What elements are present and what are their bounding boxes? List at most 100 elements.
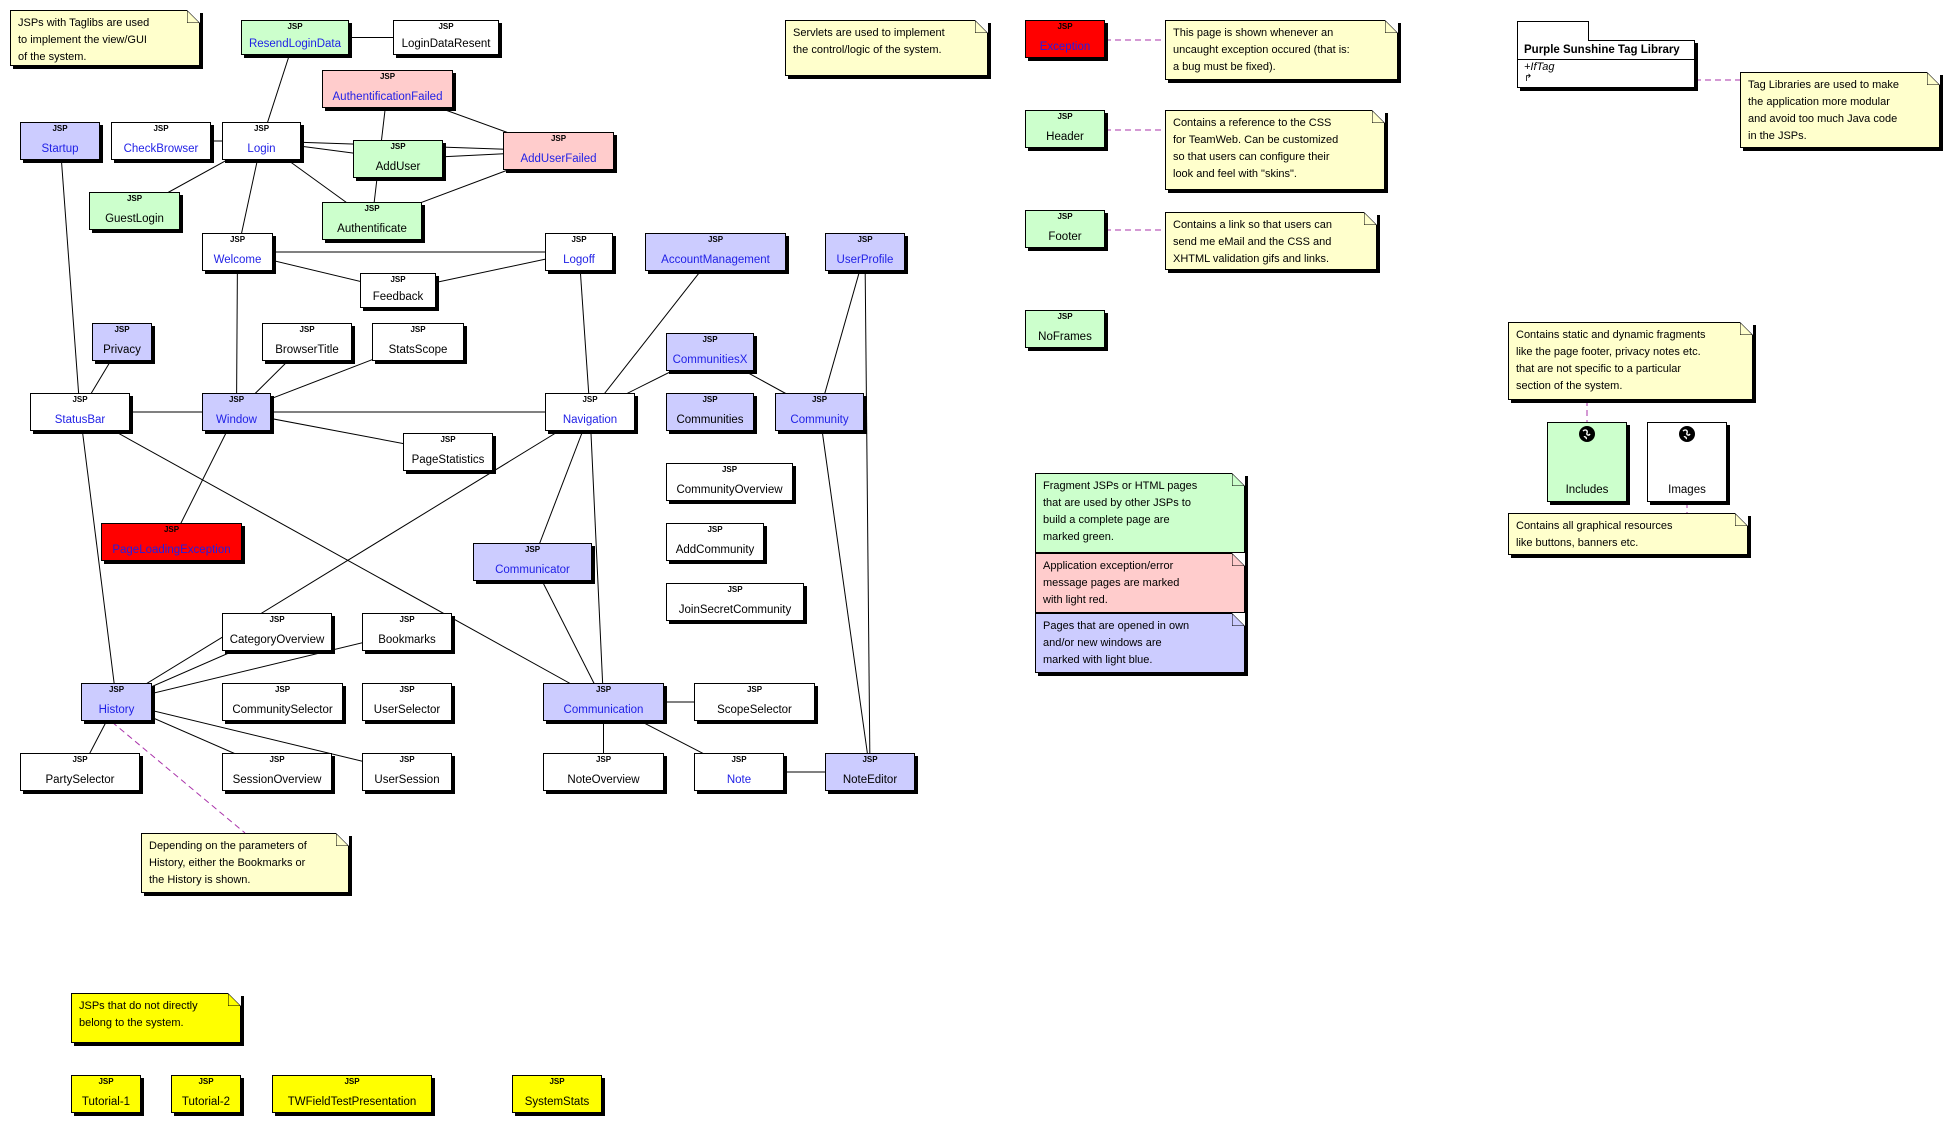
stereotype-label: JSP: [153, 124, 169, 133]
node-name: Tutorial-1: [81, 1096, 131, 1108]
node-name: UserProfile: [836, 254, 894, 266]
node-name: AuthentificationFailed: [332, 91, 443, 103]
stereotype-label: JSP: [163, 525, 180, 534]
note-line: This page is shown whenever an: [1173, 27, 1334, 39]
association-line: [116, 701, 408, 773]
stereotype-label: JSP: [727, 585, 743, 594]
stereotype-label: JSP: [1057, 22, 1073, 31]
association-line: [79, 411, 117, 703]
note-line: message pages are marked: [1043, 577, 1180, 589]
node-name: GuestLogin: [105, 213, 164, 225]
stereotype-label: JSP: [269, 755, 285, 764]
association-line: [819, 411, 871, 773]
note-line: marked green.: [1043, 531, 1114, 543]
note-fold-icon: [336, 833, 349, 846]
node-name: CommunitiesX: [672, 354, 748, 366]
node-name: UserSession: [374, 774, 440, 786]
globe-icon: [1579, 426, 1595, 442]
node-name: SystemStats: [524, 1096, 590, 1108]
stereotype-label: JSP: [399, 755, 415, 764]
globe-icon: [1679, 426, 1695, 442]
association-line: [578, 251, 591, 413]
note-fold-icon: [1385, 20, 1398, 33]
association-line: [589, 251, 716, 413]
note-line: marked with light blue.: [1043, 654, 1153, 666]
node-name: Authentificate: [337, 223, 407, 235]
tag-library-package[interactable]: Purple Sunshine Tag Library+IfTag↱: [1517, 21, 1695, 88]
node-name: Welcome: [213, 254, 262, 266]
package-images[interactable]: Images: [1647, 422, 1727, 502]
note-line: to implement the view/GUI: [18, 34, 147, 46]
node-name: AddCommunity: [675, 544, 755, 556]
jsp-node-system-stats[interactable]: JSP SystemStats: [512, 1075, 602, 1113]
stereotype-label: JSP: [274, 685, 291, 694]
stereotype-label: JSP: [549, 1077, 565, 1086]
package-includes[interactable]: Includes: [1547, 422, 1627, 502]
node-name: CategoryOverview: [229, 634, 325, 646]
note-fold-icon: [1735, 513, 1748, 526]
node-name: Note: [726, 774, 752, 786]
node-name: AccountManagement: [661, 254, 770, 266]
note-line: Contains static and dynamic fragments: [1516, 329, 1706, 341]
node-name: Logoff: [563, 254, 595, 266]
note-fold-icon: [1372, 110, 1385, 123]
stereotype-label: JSP: [229, 235, 246, 244]
jsp-node-user-session[interactable]: JSP UserSession: [362, 753, 452, 791]
stereotype-label: JSP: [399, 685, 415, 694]
stereotype-label: JSP: [344, 1077, 360, 1086]
jsp-node-welcome[interactable]: JSP Welcome: [202, 233, 273, 271]
note-fold-icon: [1927, 72, 1940, 85]
